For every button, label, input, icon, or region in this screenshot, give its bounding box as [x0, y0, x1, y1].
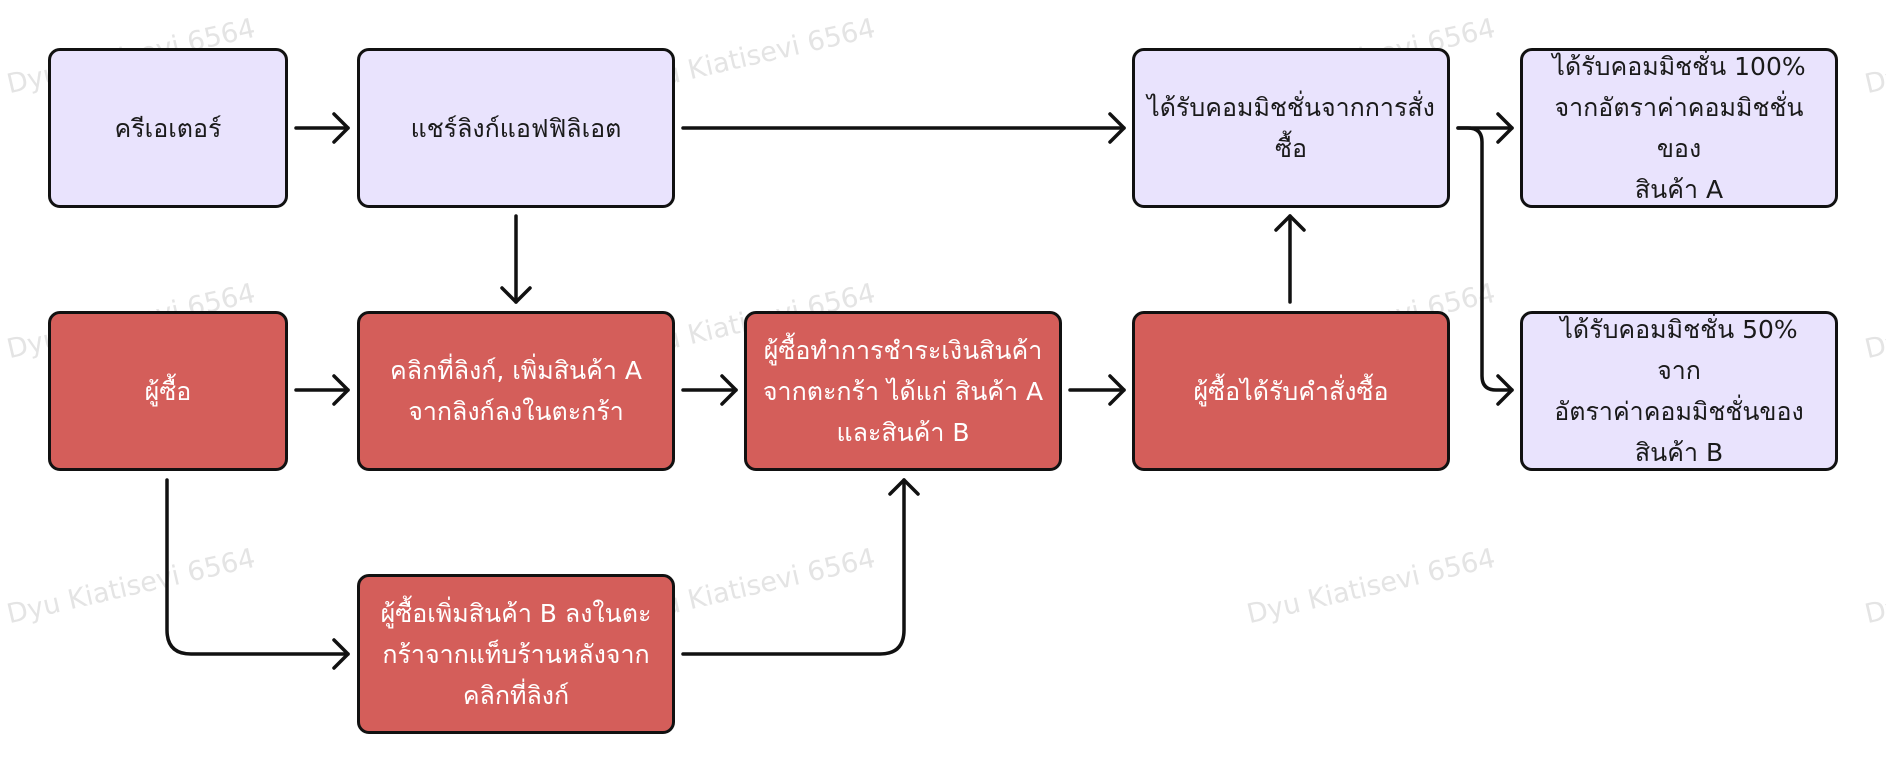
arrowhead — [720, 374, 738, 406]
node-label: ได้รับคอมมิชชั่น 50% จาก อัตราค่าคอมมิชช… — [1554, 315, 1804, 467]
node-label: ได้รับคอมมิชชั่นจากการสั่ง ซื้อ — [1147, 93, 1435, 163]
node-creator: ครีเอเตอร์ — [48, 48, 288, 208]
arrowhead — [1496, 374, 1514, 406]
node-order-received: ผู้ซื้อได้รับคำสั่งซื้อ — [1132, 311, 1450, 471]
arrowhead — [332, 374, 350, 406]
node-receive-commission: ได้รับคอมมิชชั่นจากการสั่ง ซื้อ — [1132, 48, 1450, 208]
node-label: ผู้ซื้อเพิ่มสินค้า B ลงในตะ กร้าจากแท็บร… — [380, 598, 652, 710]
node-buyer: ผู้ซื้อ — [48, 311, 288, 471]
arrow-add-b-to-pay — [681, 478, 906, 656]
node-commission-rate-a: ได้รับคอมมิชชั่น 100% จากอัตราค่าคอมมิชช… — [1520, 48, 1838, 208]
arrow-commission-to-rate-b — [1456, 126, 1514, 392]
arrowhead — [1274, 214, 1306, 232]
arrowhead — [332, 638, 350, 670]
node-click-link-add-a: คลิกที่ลิงก์, เพิ่มสินค้า A จากลิงก์ลงใน… — [357, 311, 675, 471]
node-buyer-pays: ผู้ซื้อทำการชำระเงินสินค้า จากตะกร้า ได้… — [744, 311, 1062, 471]
arrowhead — [1496, 112, 1514, 144]
node-label: ผู้ซื้อทำการชำระเงินสินค้า จากตะกร้า ได้… — [762, 335, 1044, 447]
arrowhead — [332, 112, 350, 144]
arrow-buyer-to-add-b — [165, 478, 350, 656]
node-label: แชร์ลิงก์แอฟฟิลิเอต — [410, 113, 622, 143]
node-buyer-adds-b: ผู้ซื้อเพิ่มสินค้า B ลงในตะ กร้าจากแท็บร… — [357, 574, 675, 734]
node-label: ครีเอเตอร์ — [114, 113, 222, 143]
node-share-affiliate-link: แชร์ลิงก์แอฟฟิลิเอต — [357, 48, 675, 208]
node-commission-rate-b: ได้รับคอมมิชชั่น 50% จาก อัตราค่าคอมมิชช… — [1520, 311, 1838, 471]
arrowhead — [1108, 374, 1126, 406]
node-label: คลิกที่ลิงก์, เพิ่มสินค้า A จากลิงก์ลงใน… — [390, 356, 642, 426]
arrowhead — [500, 286, 532, 304]
node-label: ผู้ซื้อได้รับคำสั่งซื้อ — [1193, 376, 1389, 406]
arrowhead — [1108, 112, 1126, 144]
node-label: ได้รับคอมมิชชั่น 100% จากอัตราค่าคอมมิชช… — [1552, 52, 1806, 204]
arrowhead — [888, 478, 920, 496]
node-label: ผู้ซื้อ — [144, 376, 192, 406]
